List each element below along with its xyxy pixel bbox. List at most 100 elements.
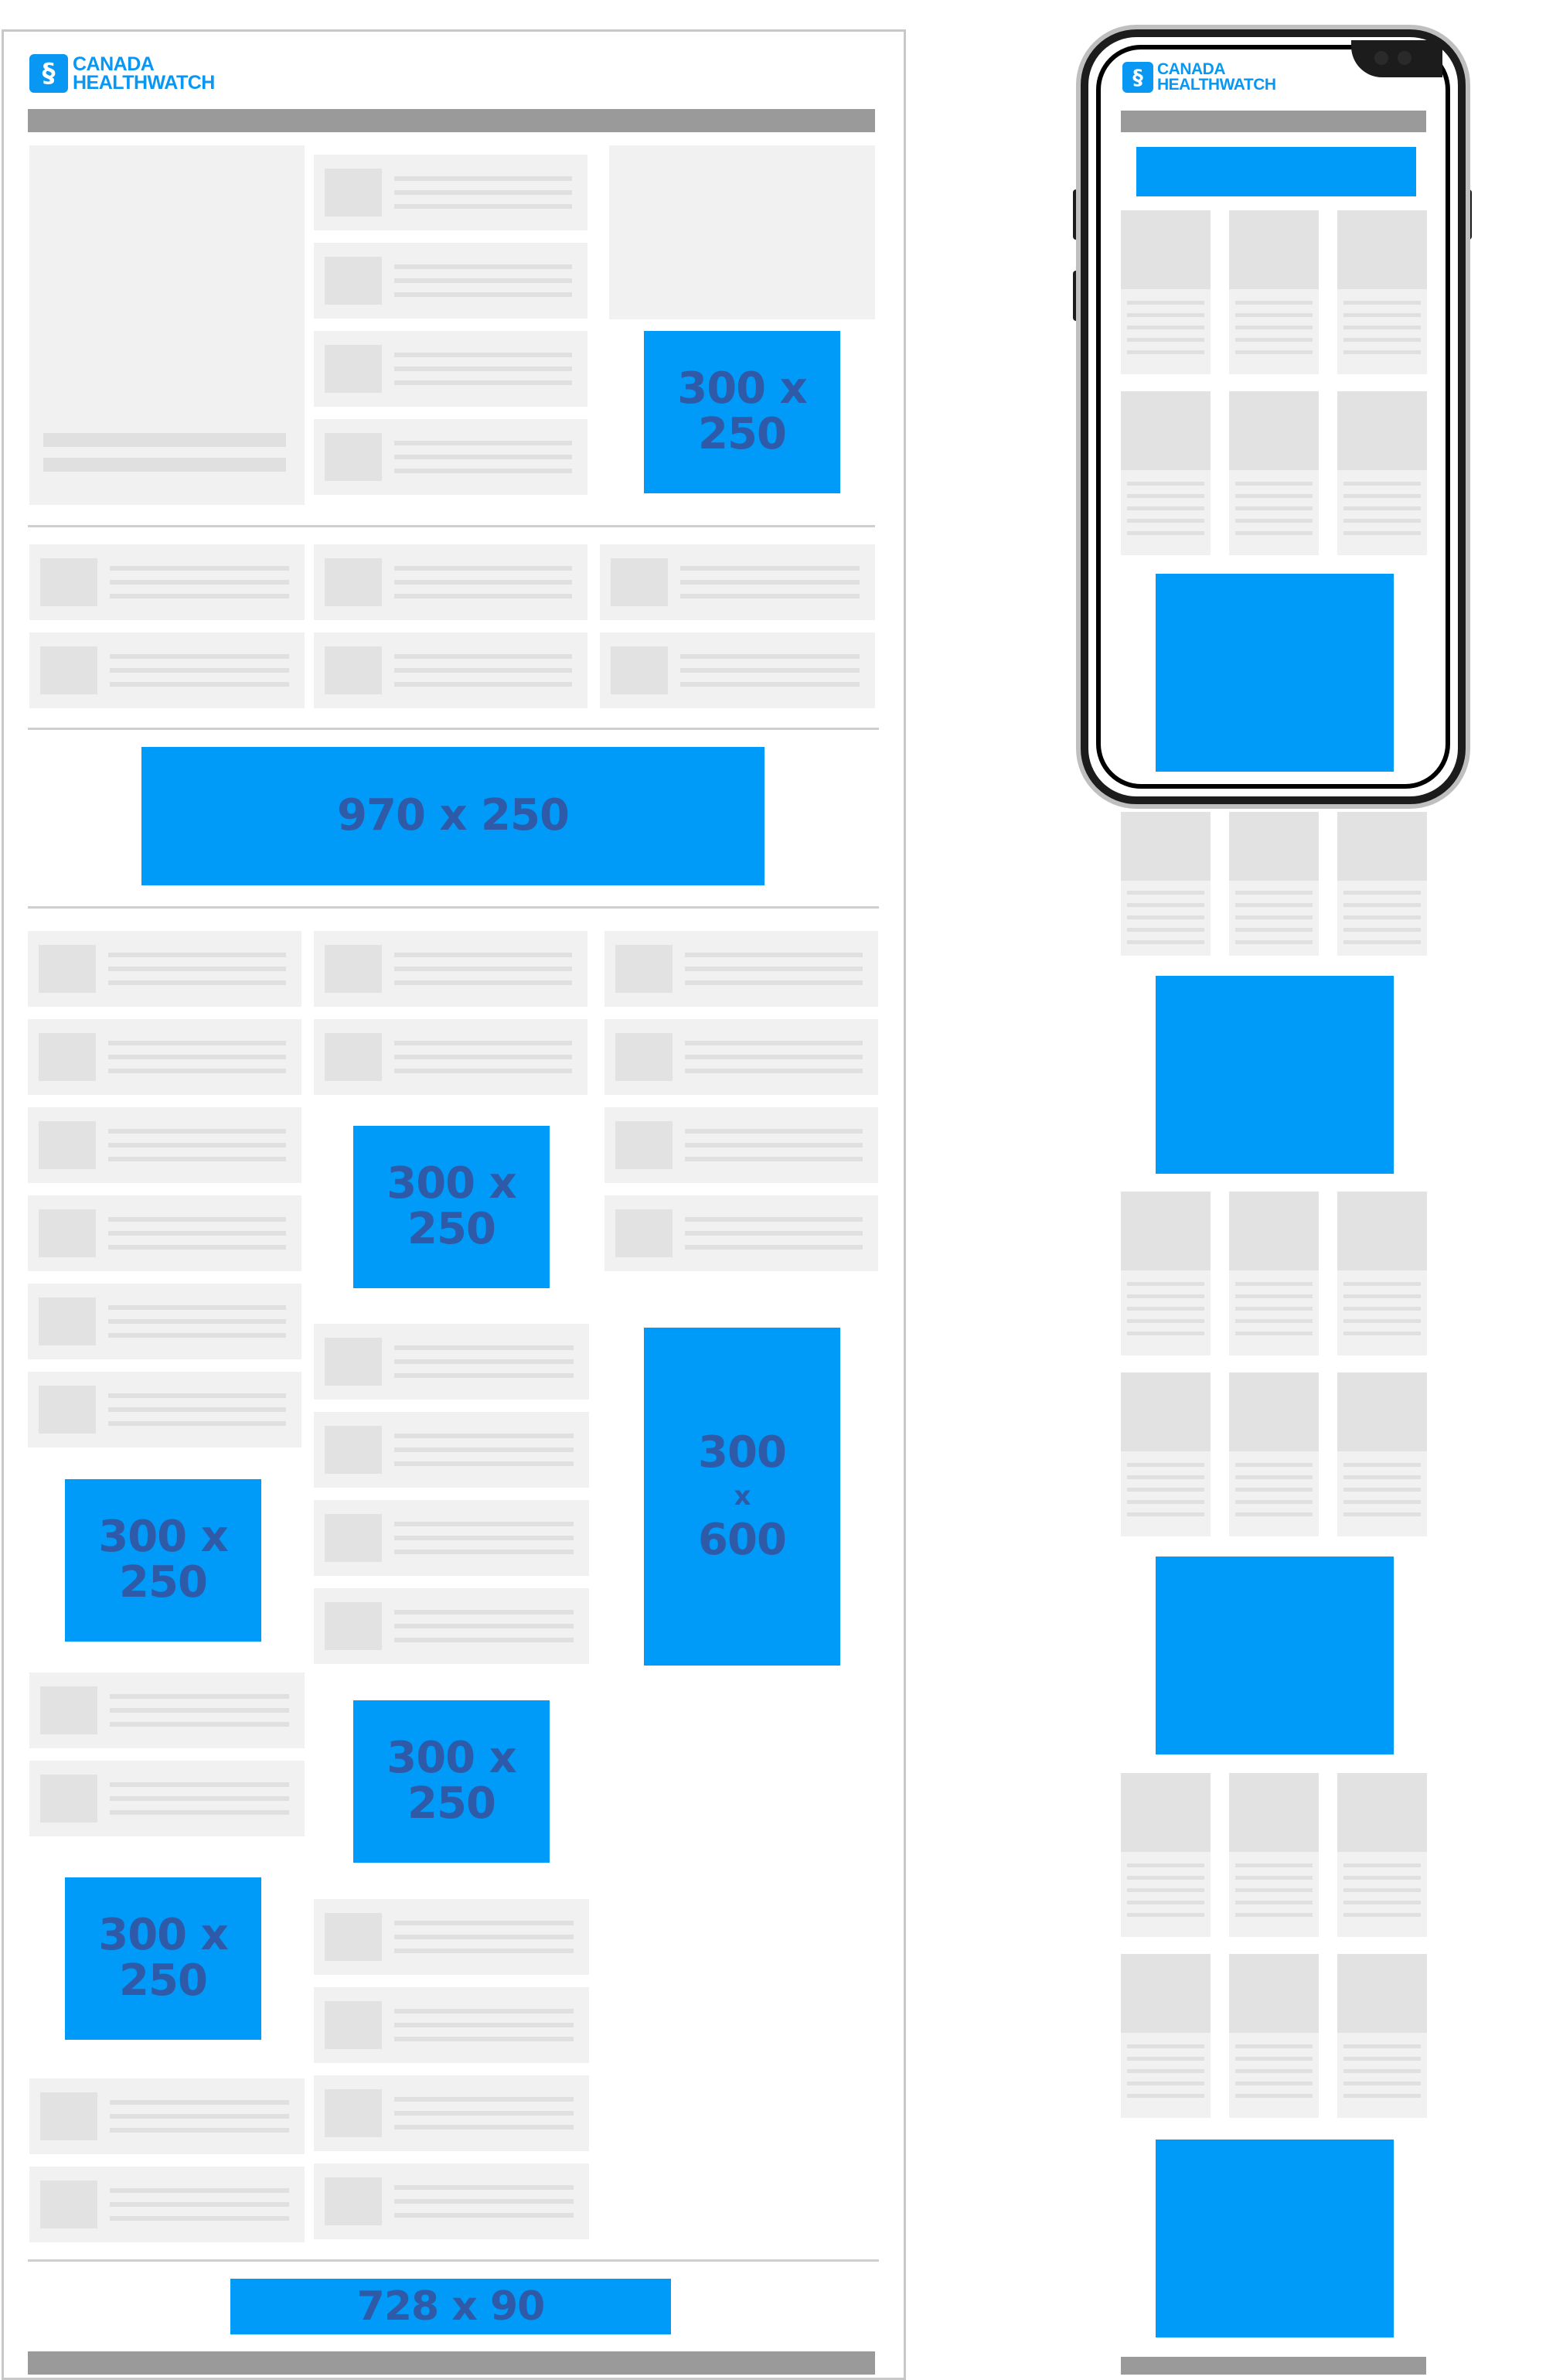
- thumbnail-placeholder: [39, 1386, 96, 1434]
- text-line-placeholder: [685, 1231, 863, 1236]
- text-line-placeholder: [1235, 313, 1313, 317]
- text-line-placeholder: [1343, 482, 1421, 486]
- text-line-placeholder: [1235, 2057, 1313, 2061]
- section-divider: [28, 728, 879, 730]
- sidebar-placeholder: [609, 145, 875, 319]
- text-line-placeholder: [1343, 1876, 1421, 1880]
- text-line-placeholder: [1235, 350, 1313, 354]
- text-line-placeholder: [1343, 2069, 1421, 2073]
- desktop-nav-bar: [28, 109, 875, 132]
- text-line-placeholder: [394, 204, 572, 209]
- ad-970x250-leaderboard: 970 x 250: [141, 747, 764, 885]
- thumbnail-placeholder: [1337, 1773, 1427, 1852]
- text-line-placeholder: [110, 580, 289, 585]
- text-line-placeholder: [394, 1461, 574, 1466]
- text-line-placeholder: [394, 2023, 574, 2027]
- text-line-placeholder: [394, 278, 572, 283]
- thumbnail-placeholder: [40, 1775, 97, 1823]
- text-line-placeholder: [1127, 940, 1204, 944]
- text-line-placeholder: [685, 1245, 863, 1250]
- text-line-placeholder: [1235, 494, 1313, 498]
- text-line-placeholder: [1343, 1282, 1421, 1286]
- text-line-placeholder: [1343, 1500, 1421, 1504]
- ad-label: 300: [698, 1427, 787, 1478]
- thumbnail-placeholder: [1337, 1954, 1427, 2033]
- text-line-placeholder: [394, 2125, 574, 2129]
- ad-label: 728 x 90: [356, 2283, 546, 2330]
- text-line-placeholder: [394, 1921, 574, 1925]
- text-line-placeholder: [394, 1624, 574, 1628]
- ad-label: 250: [119, 1557, 208, 1608]
- text-line-placeholder: [1127, 2069, 1204, 2073]
- thumbnail-placeholder: [40, 646, 97, 694]
- text-line-placeholder: [685, 1129, 863, 1134]
- text-line-placeholder: [1127, 891, 1204, 895]
- text-line-placeholder: [1127, 2082, 1204, 2085]
- text-line-placeholder: [1343, 1319, 1421, 1323]
- text-line-placeholder: [1235, 1475, 1313, 1479]
- ad-label: 250: [698, 409, 787, 459]
- text-line-placeholder: [110, 1708, 289, 1713]
- text-line-placeholder: [1127, 1319, 1204, 1323]
- text-line-placeholder: [1343, 338, 1421, 342]
- text-line-placeholder: [1127, 326, 1204, 329]
- text-line-placeholder: [1127, 338, 1204, 342]
- thumbnail-placeholder: [39, 1033, 96, 1081]
- text-line-placeholder: [394, 1522, 574, 1526]
- text-line-placeholder: [394, 566, 572, 571]
- text-line-placeholder: [1235, 301, 1313, 305]
- text-line-placeholder: [1127, 1901, 1204, 1904]
- thumbnail-placeholder: [325, 433, 382, 481]
- text-line-placeholder: [680, 566, 860, 571]
- text-line-placeholder: [1235, 506, 1313, 510]
- thumbnail-placeholder: [615, 945, 673, 993]
- mobile-ad-banner: [1136, 147, 1416, 196]
- camera-icon: [1398, 51, 1411, 65]
- thumbnail-placeholder: [1229, 1192, 1319, 1270]
- thumbnail-placeholder: [1121, 1192, 1211, 1270]
- section-divider: [28, 2259, 879, 2262]
- text-line-placeholder: [1127, 301, 1204, 305]
- section-divider: [28, 906, 879, 909]
- text-line-placeholder: [108, 953, 286, 957]
- text-line-placeholder: [1235, 1863, 1313, 1867]
- text-line-placeholder: [1127, 350, 1204, 354]
- thumbnail-placeholder: [615, 1033, 673, 1081]
- text-line-placeholder: [394, 1447, 574, 1452]
- text-line-placeholder: [1235, 2094, 1313, 2098]
- text-line-placeholder: [108, 1129, 286, 1134]
- caduceus-logo-icon: §: [1122, 62, 1153, 93]
- thumbnail-placeholder: [325, 1602, 382, 1650]
- thumbnail-placeholder: [1121, 210, 1211, 289]
- text-line-placeholder: [1343, 531, 1421, 535]
- ad-label: 300 x: [677, 363, 808, 414]
- text-line-placeholder: [108, 1319, 286, 1324]
- text-line-placeholder: [1235, 1332, 1313, 1335]
- text-line-placeholder: [1127, 1512, 1204, 1516]
- text-line-placeholder: [1343, 891, 1421, 895]
- text-line-placeholder: [110, 566, 289, 571]
- text-line-placeholder: [1127, 482, 1204, 486]
- text-line-placeholder: [394, 980, 572, 985]
- text-line-placeholder: [1235, 940, 1313, 944]
- text-line-placeholder: [1235, 916, 1313, 919]
- mobile-ad-square: [1156, 976, 1394, 1174]
- text-line-placeholder: [394, 2185, 574, 2190]
- text-line-placeholder: [394, 1055, 572, 1059]
- text-line-placeholder: [1127, 1863, 1204, 1867]
- text-line-placeholder: [108, 1055, 286, 1059]
- thumbnail-placeholder: [325, 2001, 382, 2049]
- text-line-placeholder: [108, 1231, 286, 1236]
- text-line-placeholder: [1127, 1307, 1204, 1311]
- thumbnail-placeholder: [40, 2181, 97, 2228]
- text-line-placeholder: [1235, 326, 1313, 329]
- hero-placeholder: [29, 145, 305, 505]
- thumbnail-placeholder: [325, 345, 382, 393]
- thumbnail-placeholder: [611, 558, 668, 606]
- text-line-placeholder: [394, 953, 572, 957]
- thumbnail-placeholder: [615, 1209, 673, 1257]
- ad-label: 300 x: [98, 1910, 229, 1961]
- thumbnail-placeholder: [40, 1686, 97, 1734]
- text-line-placeholder: [108, 1421, 286, 1426]
